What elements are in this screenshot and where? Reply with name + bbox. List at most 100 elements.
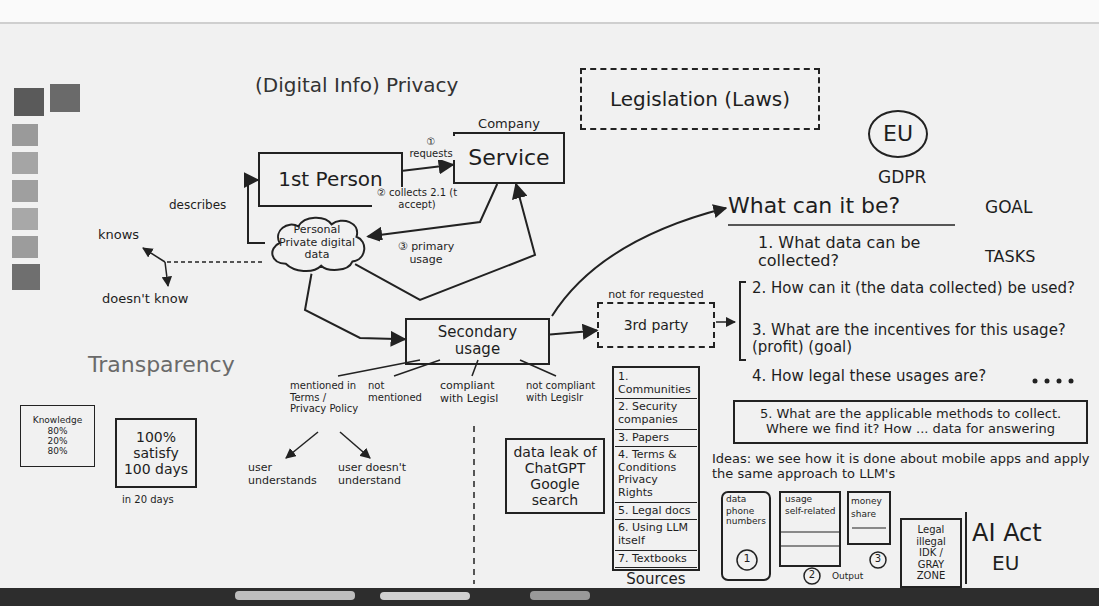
number-circle — [804, 568, 820, 584]
divider — [965, 512, 967, 584]
phone-sketch — [722, 492, 770, 580]
law-name: EU — [992, 552, 1019, 575]
sketch-line — [852, 527, 886, 528]
node-text: 1st Person — [278, 168, 383, 191]
law-name: AI Act — [972, 520, 1042, 548]
connector — [248, 180, 265, 243]
node-text: data leak of ChatGPT Google search — [513, 444, 597, 508]
leader-line — [165, 262, 168, 286]
node-text: illegal — [916, 536, 946, 548]
source-row: 5. Legal docs — [615, 503, 697, 521]
node-text: 20% — [47, 436, 67, 446]
node-text: 5. What are the applicable methods to co… — [741, 407, 1080, 437]
marker — [380, 592, 470, 600]
number-circle — [737, 550, 757, 570]
connector-label: ② collects 2.1 (t accept) — [372, 187, 462, 211]
faded-heading: Transparency — [88, 352, 235, 377]
task-box: 5. What are the applicable methods to co… — [733, 400, 1088, 444]
money-sketch — [848, 492, 890, 544]
source-list: Sources1. Communities2. Security compani… — [612, 366, 700, 571]
usage-sketch — [780, 492, 840, 566]
chart-box: Knowledge80%20%80% — [20, 405, 95, 467]
callout-number: 1 — [739, 553, 755, 566]
sticky-note — [12, 236, 38, 258]
node-text: 6. Using LLM itself — [618, 522, 694, 547]
node-text: 80% — [47, 426, 67, 436]
source-row: 1. Communities — [615, 369, 697, 399]
sketch-text: money — [851, 496, 882, 506]
node-text: Service — [468, 145, 549, 170]
sketch-text: usage — [785, 494, 812, 504]
note-text: knows — [98, 228, 139, 243]
sketch-line — [780, 531, 840, 532]
underline — [728, 224, 955, 226]
connector — [368, 184, 497, 237]
connector — [305, 274, 405, 339]
task-text: 4. How legal these usages are? — [752, 368, 986, 385]
marker — [235, 591, 355, 600]
party-box: not for requested3rd party — [597, 302, 715, 348]
leader-line — [716, 321, 735, 323]
branch-text: not mentioned — [368, 380, 424, 403]
dot — [1033, 379, 1038, 384]
leader-line — [472, 360, 478, 376]
sticky-note — [12, 180, 38, 202]
node-text: 80% — [47, 446, 67, 456]
node-text: Legal — [918, 524, 945, 536]
node-text: 100% satisfy — [123, 429, 189, 461]
divider — [473, 426, 475, 584]
section-tag: TASKS — [985, 248, 1035, 266]
connector — [355, 184, 535, 300]
node-text: 4. Terms & Conditions Privacy Rights — [618, 449, 694, 500]
sticky-note — [50, 84, 80, 112]
connector — [550, 330, 597, 334]
sticky-note — [12, 124, 38, 146]
task-text: 1. What data can be collected? — [758, 234, 978, 271]
diagram-title: (Digital Info) Privacy — [255, 74, 458, 97]
branch-text: mentioned in Terms / Privacy Policy — [290, 380, 362, 415]
source-row: 6. Using LLM itself — [615, 520, 697, 550]
node-heading: Company — [435, 117, 583, 132]
node-text: 7. Textbooks — [618, 553, 694, 566]
knowledge-split — [165, 261, 262, 263]
usage-box: Secondary usage — [405, 318, 550, 365]
cloud-path — [272, 218, 364, 271]
data-cloud: Personal Private digital data — [265, 212, 369, 274]
connector — [403, 165, 453, 171]
sticky-note — [12, 264, 40, 290]
goal-box: 100% satisfy100 days — [115, 418, 197, 488]
leader-line — [340, 432, 370, 458]
sketch-line — [780, 545, 840, 546]
dot — [1069, 379, 1074, 384]
node-text: 100 days — [124, 461, 188, 477]
dot — [1057, 379, 1062, 384]
source-row: 4. Terms & Conditions Privacy Rights — [615, 447, 697, 503]
number-circle — [870, 552, 886, 568]
branch-text: user understands — [248, 462, 318, 487]
law-name: GDPR — [878, 168, 926, 188]
region-circle: EU — [868, 110, 928, 158]
source-row: 3. Papers — [615, 430, 697, 448]
sticky-note — [14, 88, 44, 116]
connector-label: ③ primary usage — [380, 240, 472, 266]
connector-label: ① requests — [406, 136, 456, 160]
node-text: Personal Private digital data — [277, 224, 357, 262]
sketch-text: self-related — [785, 506, 837, 516]
leader-line — [143, 248, 165, 262]
leader-line — [338, 360, 420, 376]
node-text: 3. Papers — [618, 432, 694, 445]
source-row: 2. Security companies — [615, 399, 697, 429]
node-text: Knowledge — [33, 415, 82, 425]
branch-text: compliant with Legisl — [440, 380, 510, 405]
note-text: in 20 days — [122, 494, 174, 506]
marker-tray — [0, 588, 1099, 606]
leader-line — [286, 432, 318, 458]
law-box: Legislation (Laws) — [580, 68, 820, 130]
connector-label: describes — [168, 198, 227, 212]
node-text: Legislation (Laws) — [610, 88, 790, 111]
section-tag: GOAL — [985, 198, 1032, 218]
node-text: 1. Communities — [618, 371, 694, 396]
node-text: EU — [883, 121, 913, 146]
question-heading: What can it be? — [728, 193, 900, 218]
